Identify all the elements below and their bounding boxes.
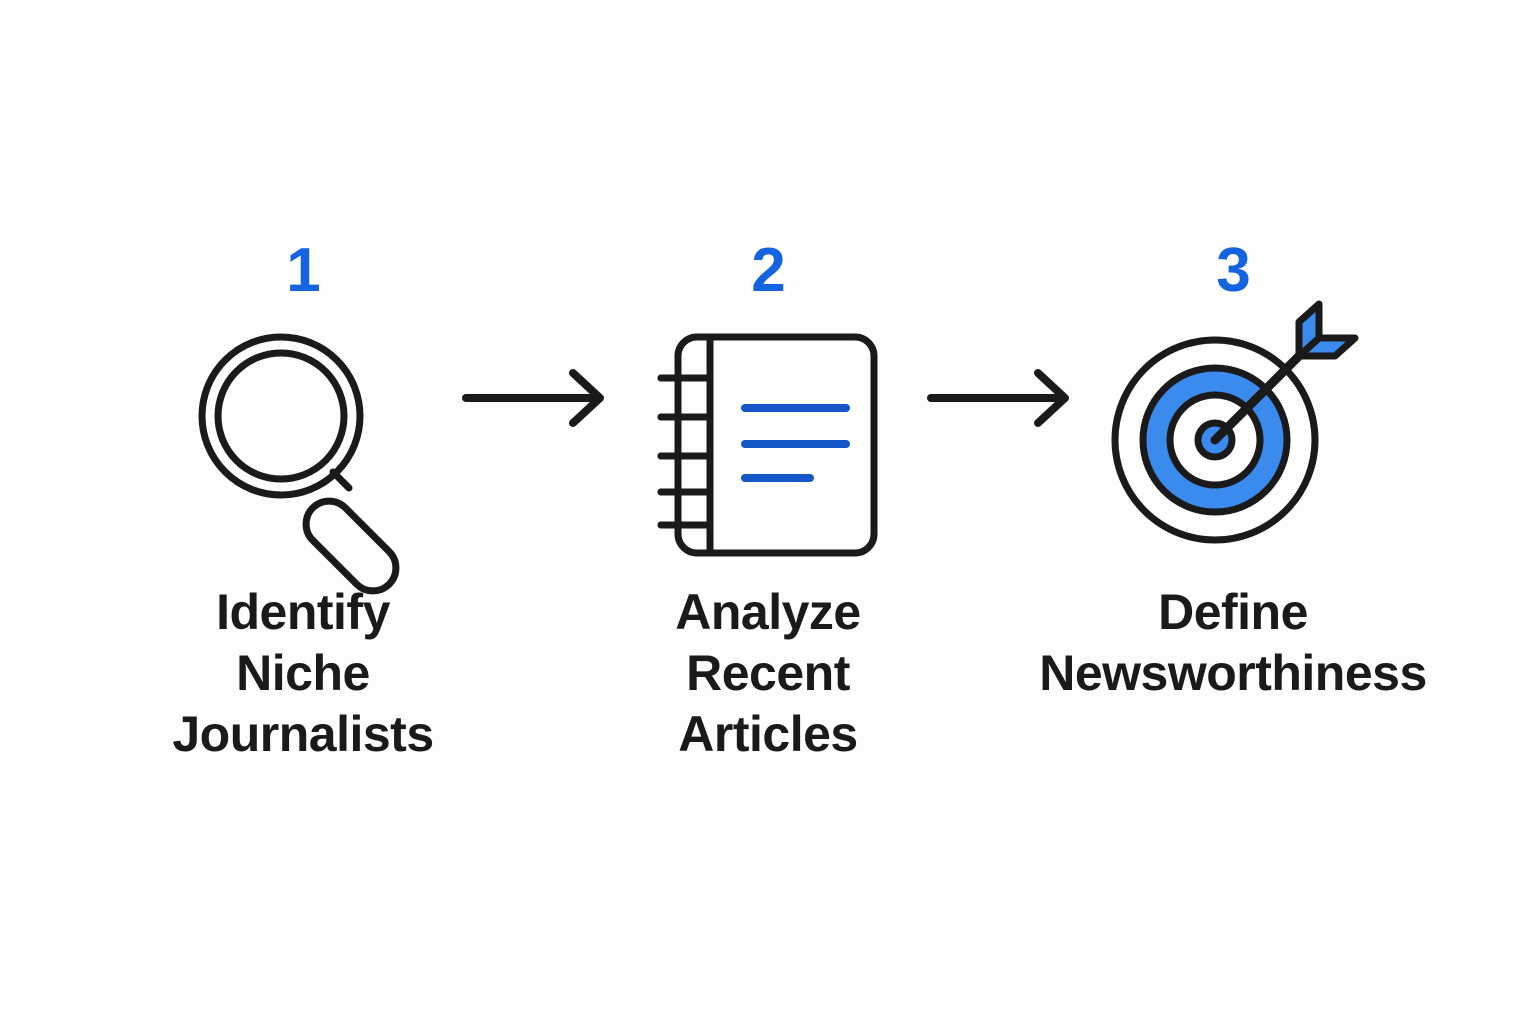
magnifying-glass-icon	[173, 320, 433, 595]
arrow-right-icon	[461, 369, 604, 427]
step-1-label: Identify Niche Journalists	[172, 582, 434, 765]
step-1: 1 Identify Niche Journalists	[153, 0, 453, 765]
connector-2	[918, 240, 1083, 480]
step-1-number: 1	[286, 236, 320, 305]
step-3-label: Define Newsworthiness	[973, 582, 1493, 704]
step-1-label-line-3: Journalists	[172, 706, 434, 762]
step-2-number: 2	[751, 236, 785, 305]
step-3-label-line-1: Define	[1158, 584, 1308, 640]
step-1-label-line-2: Niche	[236, 645, 370, 701]
step-3-label-line-2: Newsworthiness	[1039, 645, 1427, 701]
step-3-number: 3	[1216, 236, 1250, 305]
step-2-label-line-2: Recent	[686, 645, 850, 701]
step-2-label-line-1: Analyze	[675, 584, 861, 640]
step-3: 3 Define Newsworthiness	[1039, 0, 1427, 704]
step-2-label: Analyze Recent Articles	[675, 582, 861, 765]
target-with-arrow-icon	[1103, 300, 1363, 560]
spiral-notebook-icon	[638, 320, 898, 560]
step-1-label-line-1: Identify	[216, 584, 390, 640]
connector-1	[453, 240, 618, 480]
arrow-right-icon	[926, 369, 1069, 427]
step-2-label-line-3: Articles	[678, 706, 858, 762]
step-2: 2	[618, 0, 918, 765]
